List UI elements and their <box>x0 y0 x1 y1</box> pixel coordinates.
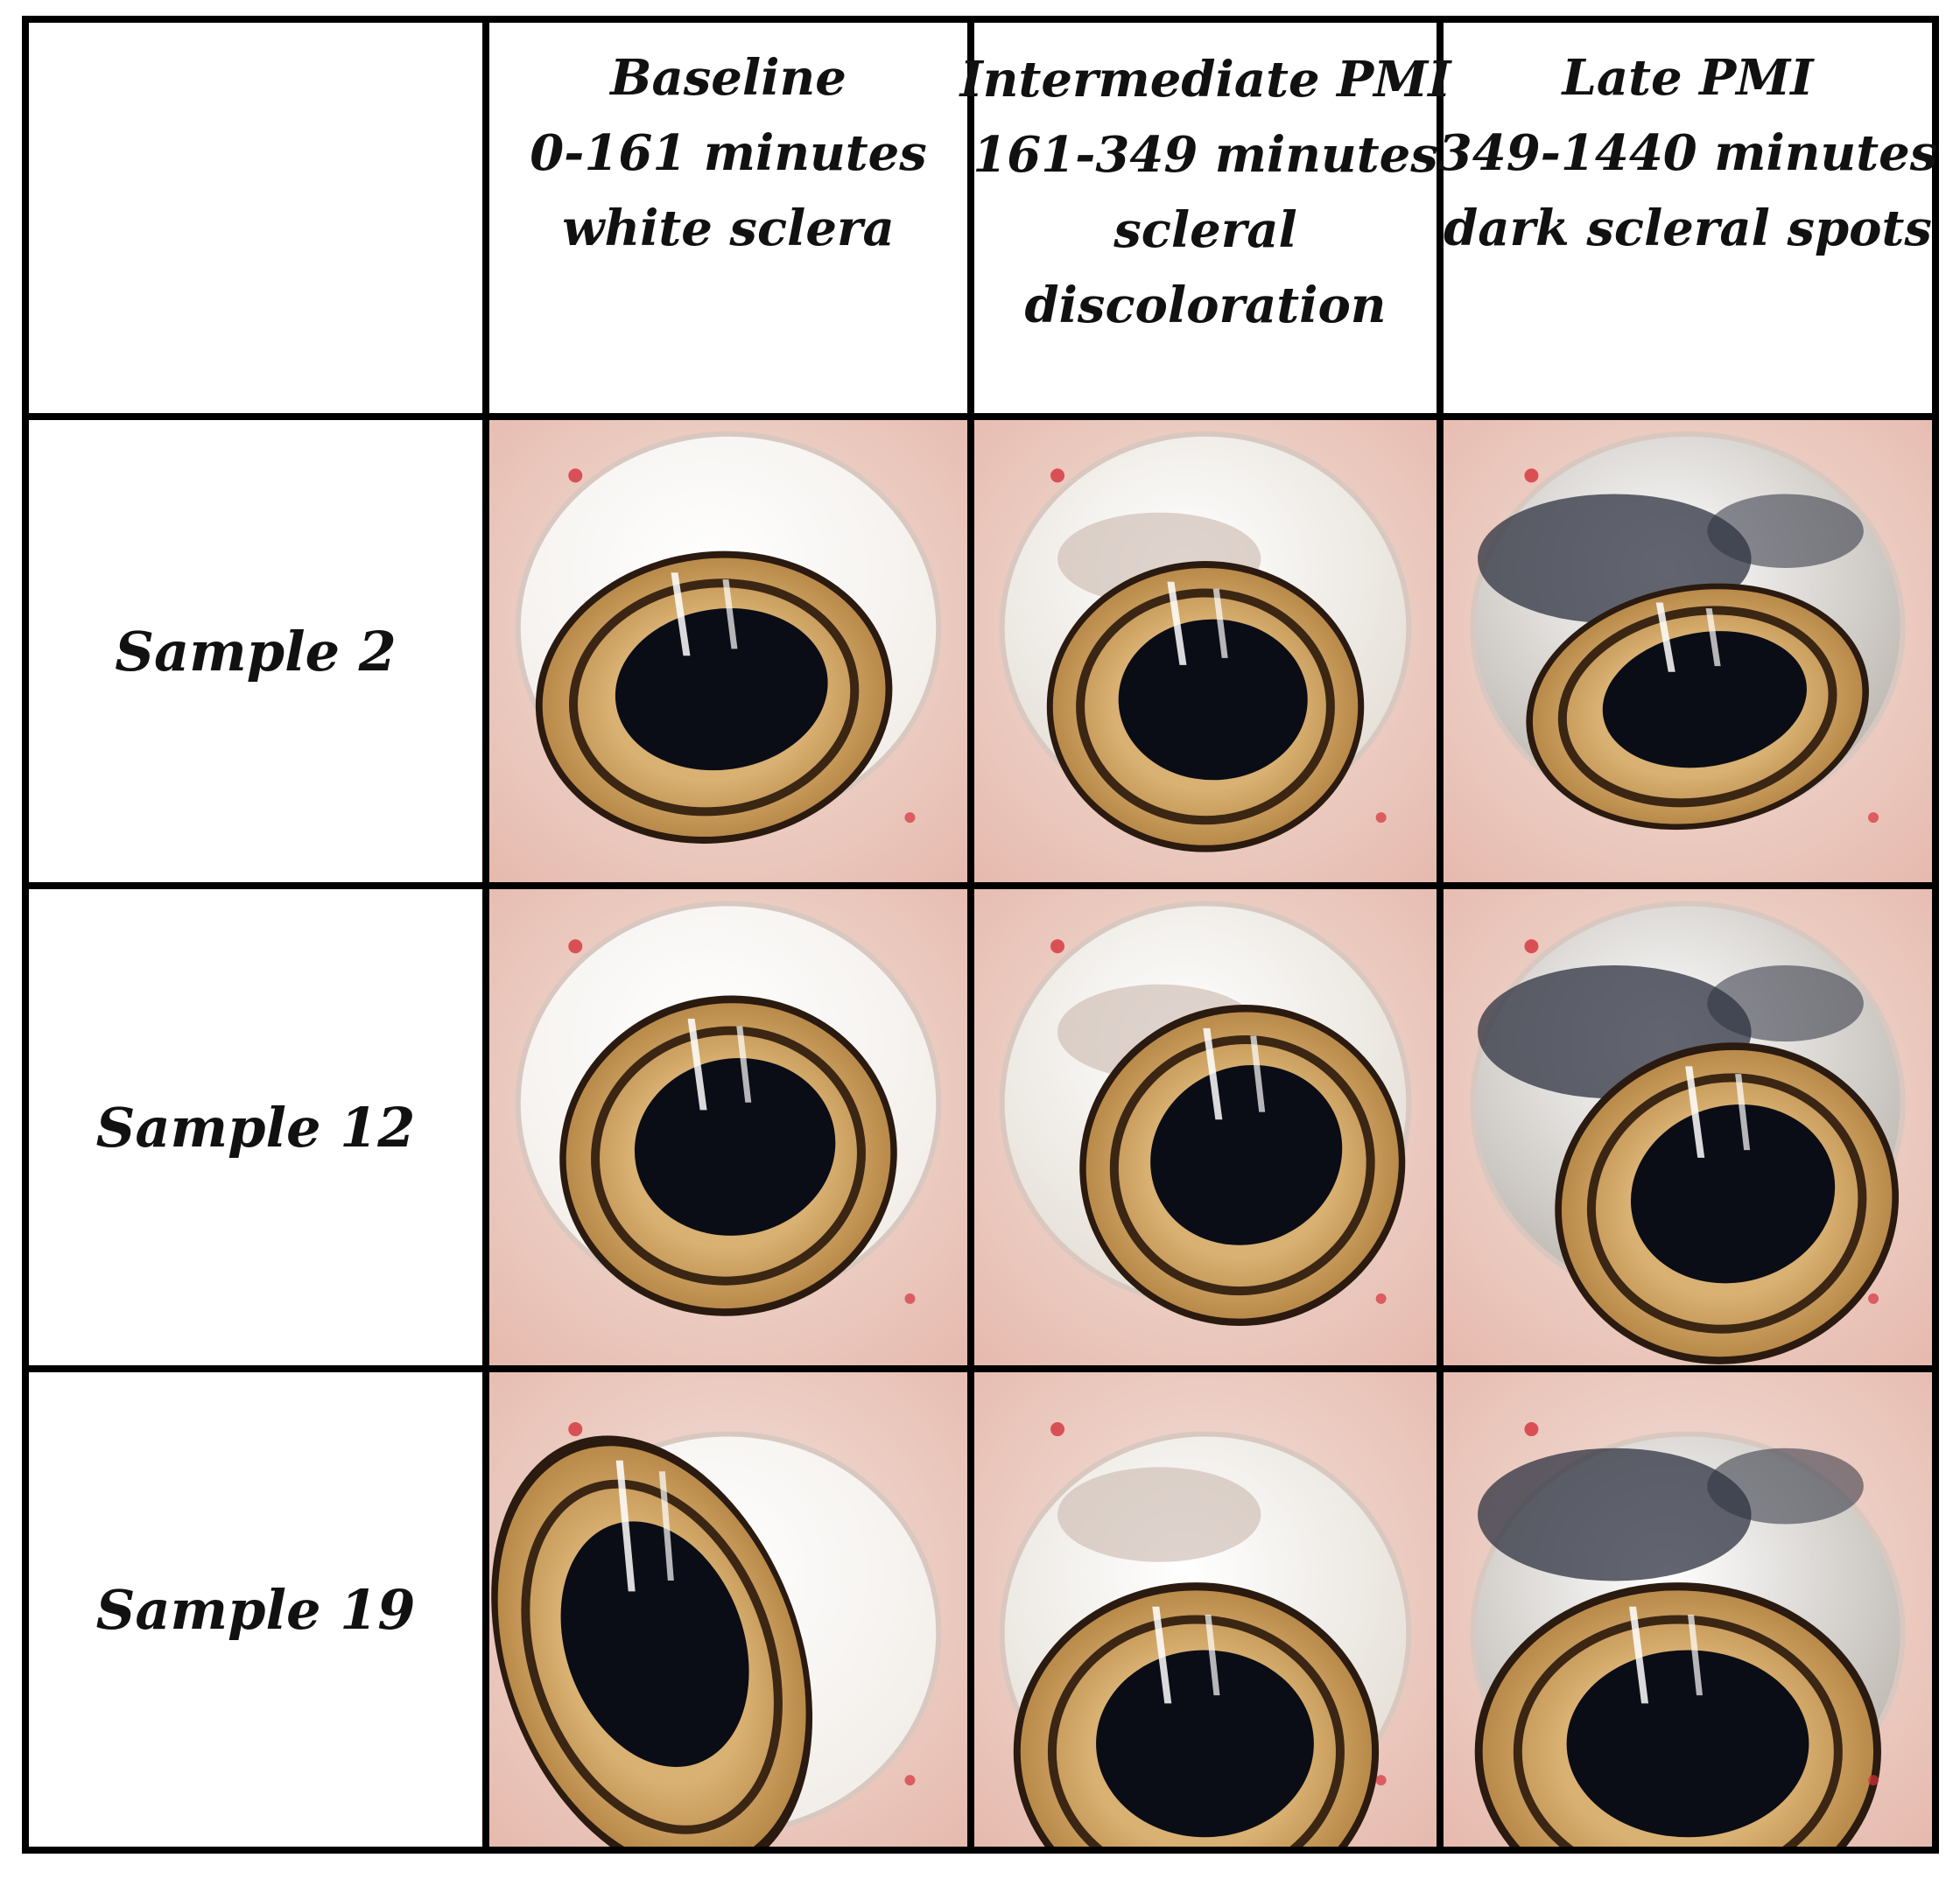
vline-2 <box>967 16 974 1854</box>
header-line: 349-1440 minutes <box>1437 124 1938 182</box>
eye-photo-sample-19-late <box>1444 1372 1932 1847</box>
column-header-late-pmi: Late PMI 349-1440 minutes dark scleral s… <box>1438 35 1937 271</box>
header-line: Baseline <box>610 49 847 107</box>
header-line: dark scleral spots <box>1444 200 1932 257</box>
header-line: 0-161 minutes <box>530 124 927 182</box>
border-bottom <box>22 1847 1939 1854</box>
hline-3 <box>22 1365 1939 1372</box>
eye-photo-sample-2-intermediate <box>974 420 1437 882</box>
header-line: Late PMI <box>1562 49 1814 107</box>
hline-2 <box>22 882 1939 889</box>
eye-photo-sample-19-baseline <box>489 1372 967 1847</box>
column-header-intermediate-pmi: Intermediate PMI 161-349 minutes scleral… <box>960 39 1451 346</box>
vline-3 <box>1437 16 1444 1854</box>
eye-photo-sample-2-late <box>1444 420 1932 882</box>
border-right <box>1932 16 1939 1854</box>
eye-photo-sample-12-baseline <box>489 889 967 1365</box>
eye-photo-sample-19-intermediate <box>974 1372 1437 1847</box>
header-line: 161-349 minutes <box>973 126 1438 184</box>
eye-photo-sample-12-late <box>1444 889 1932 1365</box>
eye-photo-sample-12-intermediate <box>974 889 1437 1365</box>
header-line: scleral <box>1113 201 1297 259</box>
header-line: discoloration <box>1024 277 1387 334</box>
border-left <box>22 16 29 1854</box>
vline-1 <box>482 16 489 1854</box>
hline-1 <box>22 413 1939 420</box>
border-top <box>22 16 1939 23</box>
header-line: white sclera <box>562 200 895 257</box>
column-header-baseline: Baseline 0-161 minutes white sclera <box>489 35 967 271</box>
row-label-sample-19: Sample 19 <box>95 1577 416 1642</box>
row-label-sample-12: Sample 12 <box>95 1095 416 1160</box>
header-line: Intermediate PMI <box>959 51 1451 109</box>
eye-photo-sample-2-baseline <box>489 420 967 882</box>
row-label-sample-2: Sample 2 <box>115 619 397 684</box>
